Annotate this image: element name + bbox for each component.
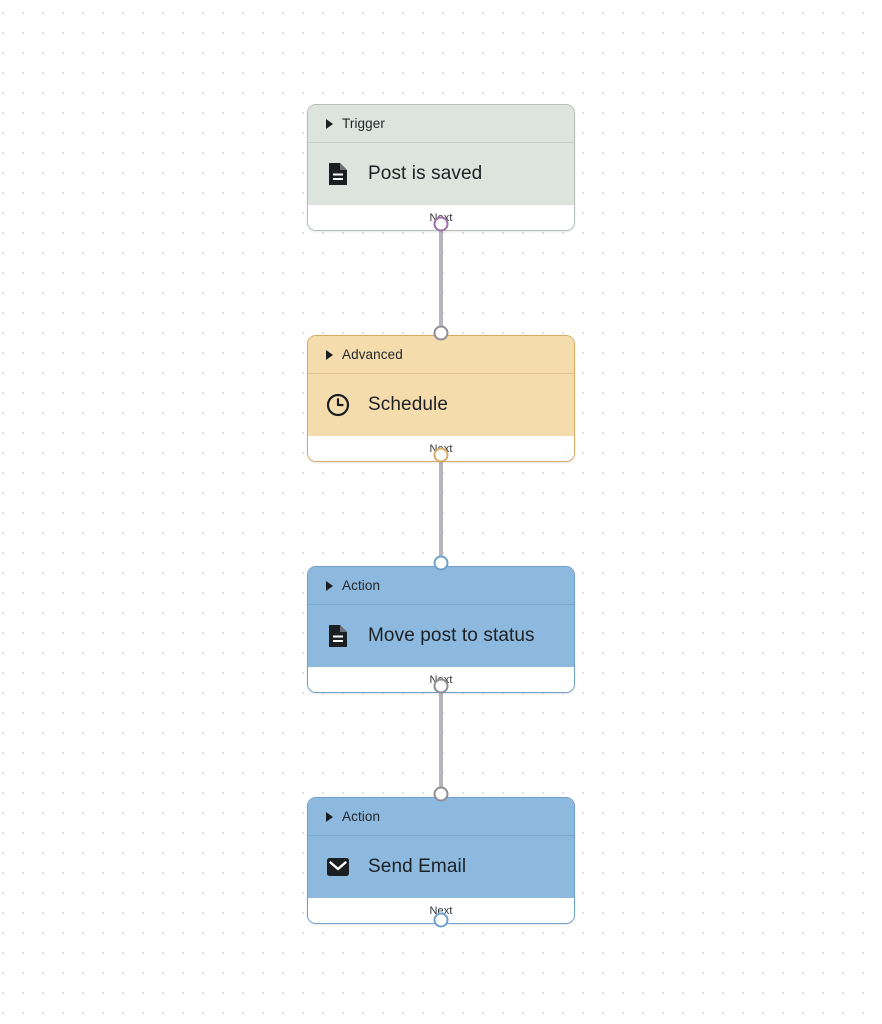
send-email-output-port[interactable] xyxy=(433,912,449,928)
move-post-input-port[interactable] xyxy=(433,555,449,571)
node-kind-label: Advanced xyxy=(342,347,403,362)
document-icon xyxy=(326,162,350,186)
node-kind-label: Trigger xyxy=(342,116,385,131)
node-header-advanced[interactable]: Advanced xyxy=(308,336,574,374)
node-action-send-email[interactable]: Action Send Email Next xyxy=(307,797,575,924)
document-icon xyxy=(326,624,350,648)
advanced-input-port[interactable] xyxy=(433,325,449,341)
node-kind-label: Action xyxy=(342,578,381,593)
node-header-action-move-post[interactable]: Action xyxy=(308,567,574,605)
envelope-icon xyxy=(326,855,350,879)
disclosure-triangle-icon[interactable] xyxy=(326,118,333,129)
node-advanced-schedule[interactable]: Advanced Schedule Next xyxy=(307,335,575,462)
node-header-action-send-email[interactable]: Action xyxy=(308,798,574,836)
disclosure-triangle-icon[interactable] xyxy=(326,349,333,360)
clock-icon xyxy=(326,393,350,417)
node-action-move-post-to-status[interactable]: Action Move post to status Next xyxy=(307,566,575,693)
node-header-trigger[interactable]: Trigger xyxy=(308,105,574,143)
disclosure-triangle-icon[interactable] xyxy=(326,580,333,591)
node-body-action-send-email[interactable]: Send Email xyxy=(308,836,574,898)
node-title: Send Email xyxy=(368,856,467,877)
trigger-output-port[interactable] xyxy=(433,216,449,232)
move-post-output-port[interactable] xyxy=(433,678,449,694)
node-title: Post is saved xyxy=(368,163,483,184)
advanced-output-port[interactable] xyxy=(433,447,449,463)
disclosure-triangle-icon[interactable] xyxy=(326,811,333,822)
node-title: Schedule xyxy=(368,394,449,415)
send-email-input-port[interactable] xyxy=(433,786,449,802)
node-title: Move post to status xyxy=(368,625,535,646)
node-trigger-post-is-saved[interactable]: Trigger Post is saved Next xyxy=(307,104,575,231)
node-kind-label: Action xyxy=(342,809,381,824)
node-body-advanced[interactable]: Schedule xyxy=(308,374,574,436)
node-body-action-move-post[interactable]: Move post to status xyxy=(308,605,574,667)
node-body-trigger[interactable]: Post is saved xyxy=(308,143,574,205)
